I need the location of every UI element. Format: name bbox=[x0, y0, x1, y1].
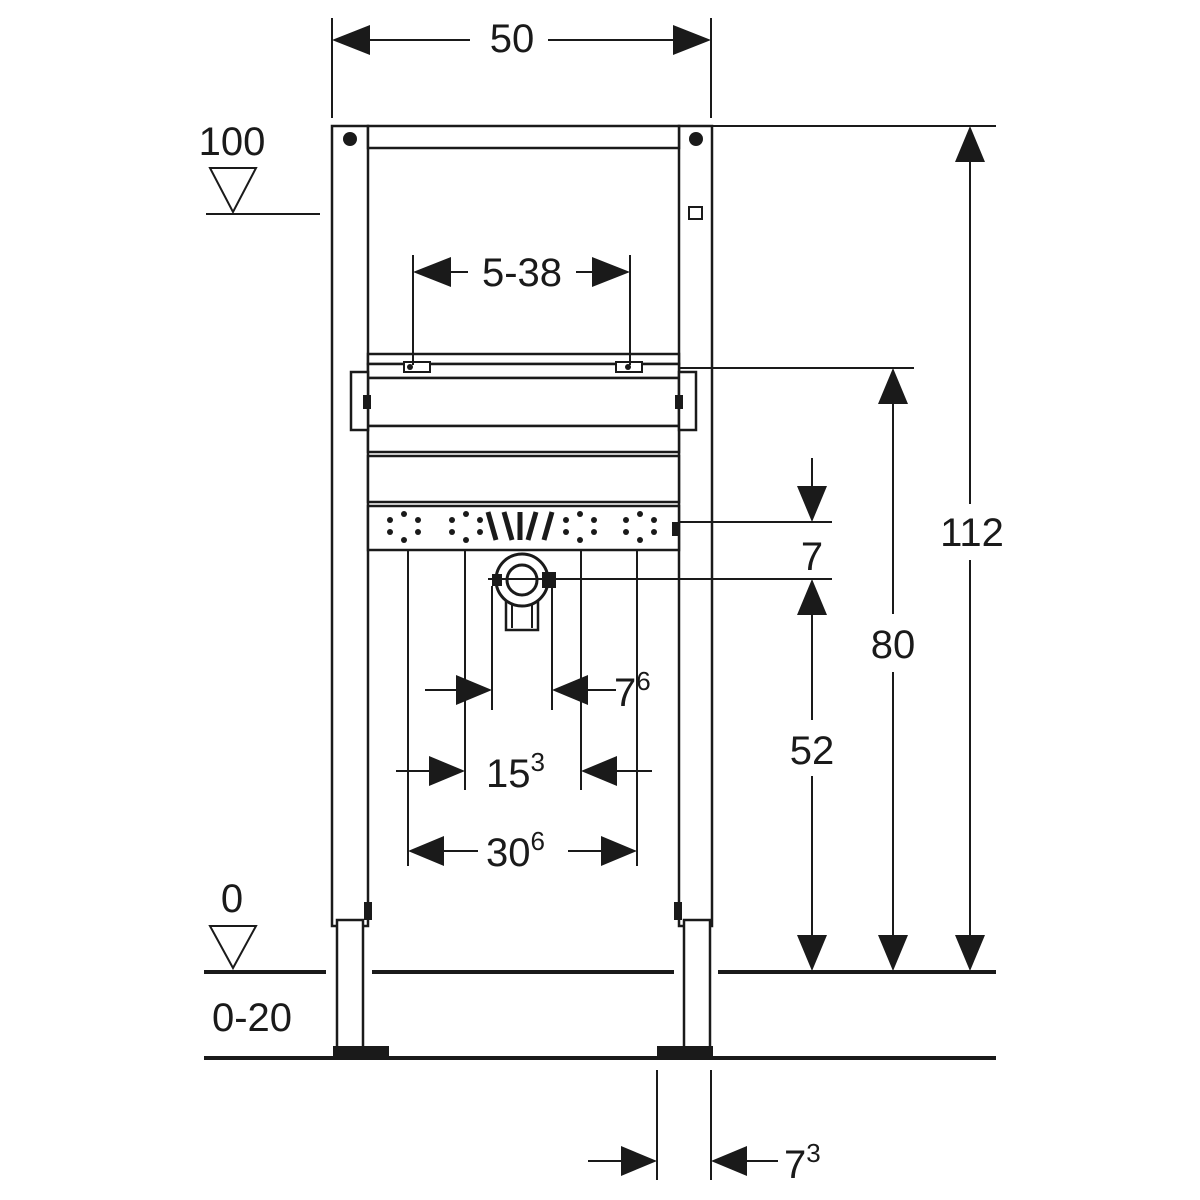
outlet-offset-label: 7 bbox=[801, 535, 823, 579]
right-foot-plate bbox=[657, 1046, 713, 1056]
left-upright bbox=[330, 124, 370, 928]
mid-spacing-label: 153 bbox=[486, 747, 545, 796]
inner-spacing-dimension: 76 bbox=[425, 666, 651, 715]
right-top-bolt bbox=[689, 132, 703, 146]
mid-rail bbox=[366, 454, 681, 504]
inner-spacing-label: 76 bbox=[614, 666, 651, 715]
level-marker-top: 100 bbox=[199, 120, 320, 215]
total-height-dimension: 112 bbox=[940, 126, 1004, 971]
top-crossbar bbox=[366, 124, 681, 150]
depth-dimension: 73 bbox=[588, 1070, 821, 1187]
adjust-range-dimension: 5-38 bbox=[412, 251, 631, 365]
drain-height-label: 52 bbox=[790, 729, 835, 773]
frame bbox=[330, 124, 714, 1056]
left-top-bolt bbox=[343, 132, 357, 146]
mid-spacing-dimension: 153 bbox=[396, 747, 652, 796]
adjust-range-label: 5-38 bbox=[482, 251, 562, 295]
label-tag bbox=[688, 206, 703, 220]
outlet-offset-dimension: 7 bbox=[797, 458, 827, 615]
mounting-holes bbox=[387, 511, 657, 543]
total-height-label: 112 bbox=[940, 511, 1004, 555]
width-dimension: 50 bbox=[331, 17, 712, 118]
width-label: 50 bbox=[490, 17, 535, 61]
depth-label: 73 bbox=[784, 1138, 821, 1187]
connection-plate bbox=[366, 504, 681, 552]
left-foot bbox=[335, 918, 365, 1050]
drain-height-dimension: 52 bbox=[790, 612, 835, 971]
right-upright bbox=[677, 124, 714, 928]
bracket-height-dimension: 80 bbox=[871, 368, 916, 971]
spacing-extension-lines bbox=[407, 550, 638, 866]
level-marker-floor: 0 bbox=[208, 877, 258, 971]
bracket-height-label: 80 bbox=[871, 623, 916, 667]
left-foot-plate bbox=[333, 1046, 389, 1056]
bracket-lower bbox=[366, 424, 681, 454]
top-level-label: 100 bbox=[199, 120, 266, 164]
floor-level-label: 0 bbox=[221, 877, 243, 921]
drain-trap bbox=[492, 552, 556, 632]
outer-spacing-label: 306 bbox=[486, 826, 545, 875]
right-foot bbox=[682, 918, 712, 1050]
floor-range-label: 0-20 bbox=[212, 996, 292, 1040]
outer-spacing-dimension: 306 bbox=[408, 826, 637, 875]
bracket-body bbox=[366, 376, 681, 428]
